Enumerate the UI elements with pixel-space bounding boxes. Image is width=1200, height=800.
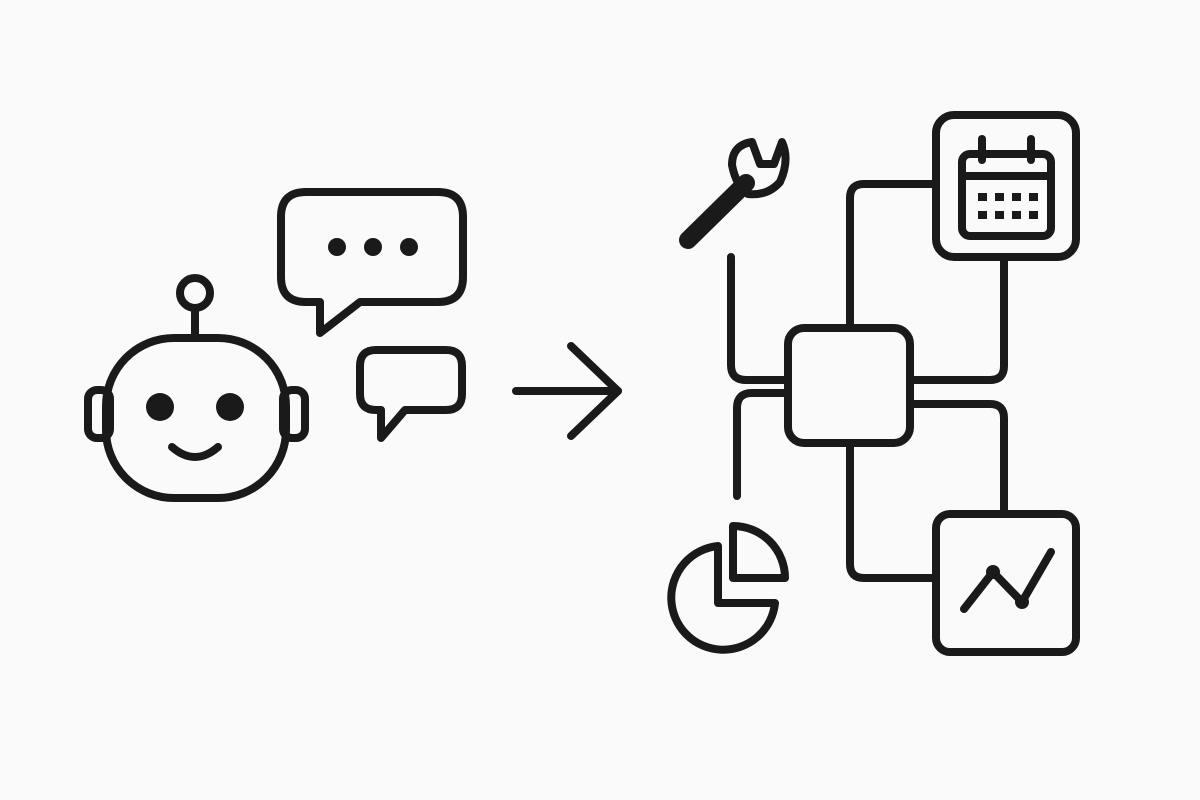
line-chart-line [960,548,1055,613]
connector-hub-linechart-top [906,400,1008,518]
calendar-frame [932,111,1080,261]
connector-pie-hub [733,389,792,500]
calendar-day [1012,211,1021,219]
calendar-day [995,193,1004,201]
calendar-day [1012,193,1021,201]
calendar-page [958,150,1055,240]
line-chart-frame [932,510,1080,656]
pie-exploded-slice [729,522,789,582]
ellipsis-dot-3 [400,238,418,256]
hub-node-icon [784,324,914,447]
robot-icon [84,274,309,502]
large-bubble-outline [277,188,467,337]
line-chart-point [1015,595,1029,609]
ellipsis-dot-1 [328,238,346,256]
speech-bubble-ellipsis-icon [277,188,467,337]
line-chart-icon [932,510,1080,656]
connector-hub-linechart-left [846,439,940,582]
robot-head [102,334,290,502]
calendar-icon [932,111,1080,261]
calendar-day [1029,211,1038,219]
connector-hub-calendar-top [846,180,940,332]
speech-bubble-icon [356,346,466,442]
small-bubble-outline [356,346,466,442]
robot-antenna-tip [176,274,214,312]
arrow-head [567,342,622,440]
robot-left-eye [146,393,174,421]
robot-smile [168,443,222,461]
connector-wrench-hub [727,253,792,384]
pie-main-slice [667,542,779,654]
calendar-day [978,211,987,219]
wrench-head [728,138,790,199]
wrench-icon [679,138,790,249]
wrench-handle [679,174,755,249]
line-chart-point [986,565,1000,579]
robot-right-eye [216,393,244,421]
calendar-day [995,211,1004,219]
arrow-right-icon [512,342,622,440]
connector-lines [727,180,1008,582]
connector-hub-calendar-right [906,254,1008,384]
calendar-day [1029,193,1038,201]
pie-chart-icon [667,522,789,654]
ellipsis-dot-2 [364,238,382,256]
calendar-day [978,193,987,201]
